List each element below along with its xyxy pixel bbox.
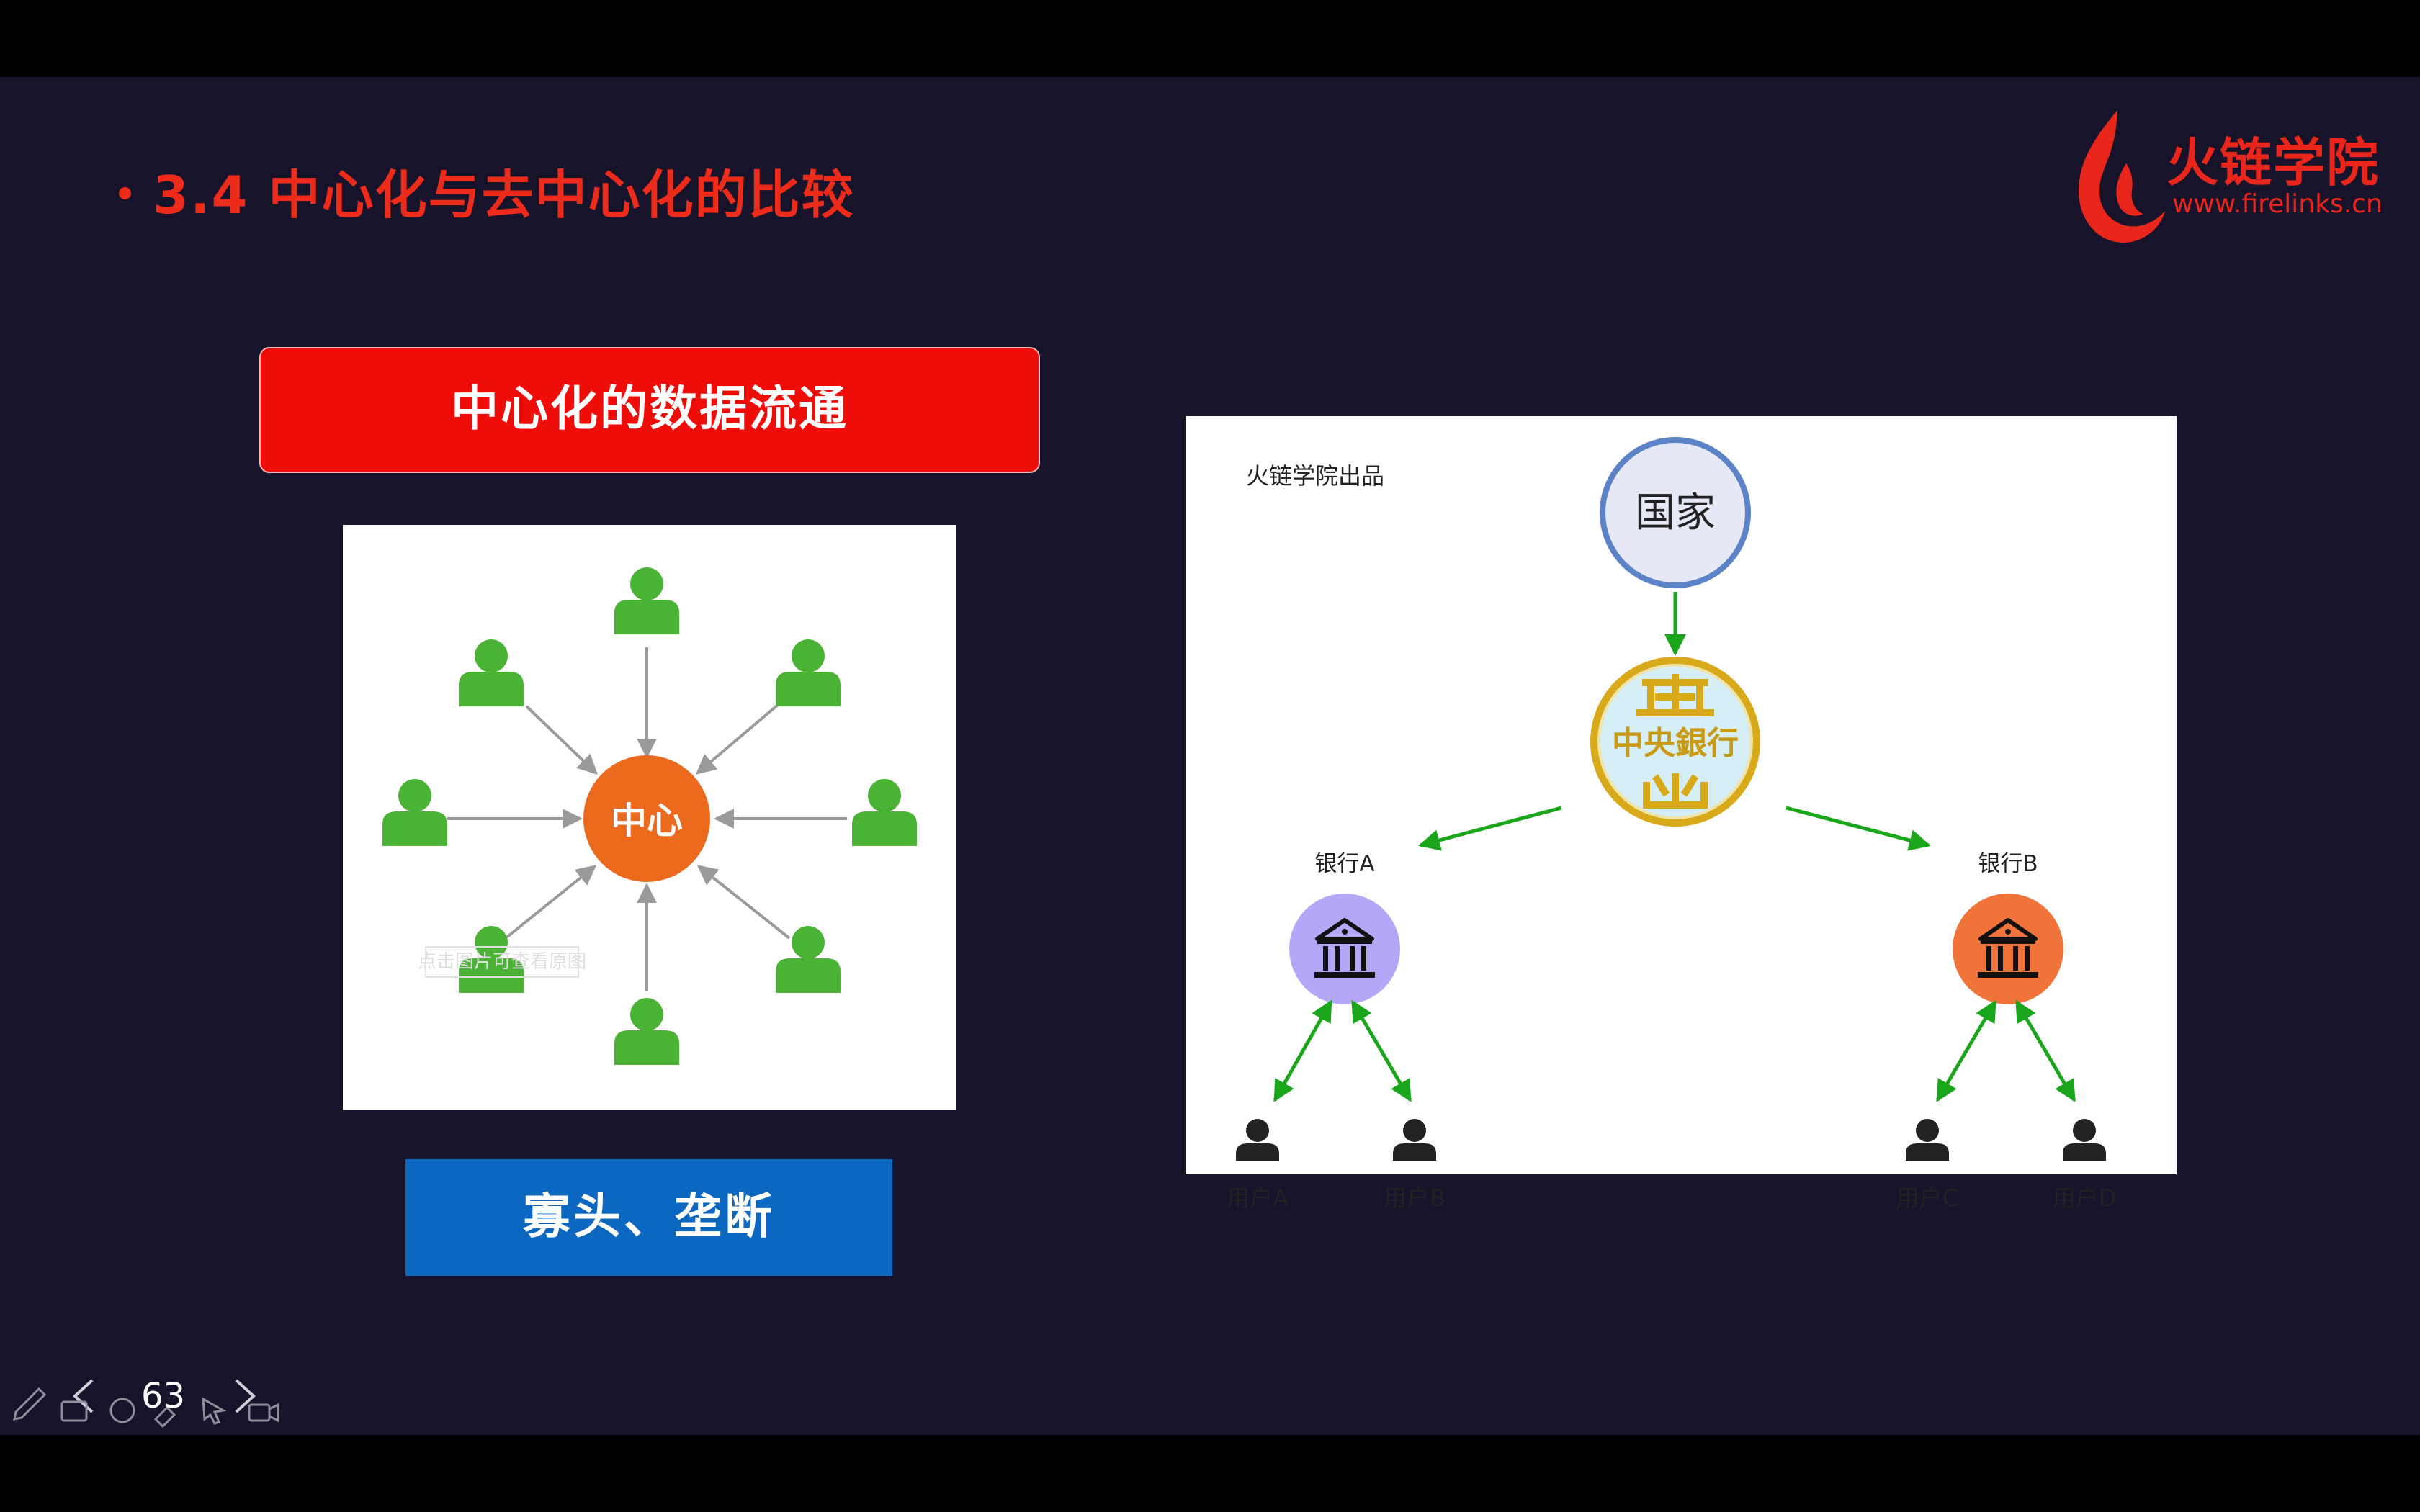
slideshow-toolbar: 63 — [7, 1366, 295, 1431]
bank-a-label: 银行A — [1314, 851, 1374, 877]
person-icon — [459, 639, 524, 706]
central-bank-diagram: 火链学院出品 国家 中央銀行 银行A 银行B — [1186, 416, 2177, 1212]
user-icon — [1236, 1119, 1279, 1161]
bank-b-label: 银行B — [1978, 851, 2038, 877]
slide: 3.4 中心化与去中心化的比较 火链学院 www.firelinks.cn 中心… — [0, 77, 2420, 1435]
bank-user-arrows — [1273, 999, 2076, 1102]
user-b-label: 用户B — [1384, 1184, 1446, 1212]
bank-a-node — [1289, 894, 1400, 1004]
pointer-icon[interactable] — [202, 1397, 227, 1425]
slide-title: 3.4 中心化与去中心化的比较 — [119, 153, 855, 228]
watermark-box — [425, 946, 579, 978]
arrow-central-to-bank-a — [1418, 806, 1562, 851]
camera-icon[interactable] — [248, 1403, 279, 1423]
spoke-arrows — [447, 647, 847, 991]
center-node — [583, 755, 710, 882]
centralized-data-flow-banner: 中心化的数据流通 — [259, 347, 1040, 473]
oligopoly-monopoly-banner: 寡头、垄断 — [405, 1159, 892, 1276]
brand-logo: 火链学院 www.firelinks.cn — [2066, 106, 2383, 250]
pen-icon[interactable] — [13, 1387, 47, 1421]
nation-label: 国家 — [1635, 490, 1716, 536]
central-bank-emblem-icon — [1590, 657, 1760, 827]
central-bank-label: 中央銀行 — [1612, 725, 1739, 762]
page-number: 63 — [141, 1376, 186, 1416]
user-d-label: 用户D — [2052, 1184, 2117, 1212]
person-icon — [614, 567, 679, 634]
flame-icon — [2079, 110, 2165, 243]
centralized-star-diagram: 中心 点击图片可查看原图 — [343, 525, 956, 1110]
user-icon — [2063, 1119, 2106, 1161]
user-a-label: 用户A — [1227, 1184, 1289, 1212]
bullet-icon — [119, 186, 131, 199]
person-icon — [776, 639, 841, 706]
user-icon — [1393, 1119, 1436, 1161]
palette-icon[interactable] — [109, 1398, 176, 1428]
bank-b-node — [1953, 894, 2063, 1004]
image-watermark: 点击图片可查看原图 — [418, 951, 586, 973]
center-label: 中心 — [611, 800, 683, 842]
person-icon — [614, 998, 679, 1065]
logo-url: www.firelinks.cn — [2172, 189, 2383, 219]
user-c-label: 用户C — [1896, 1184, 1959, 1212]
next-slide-icon[interactable] — [235, 1379, 256, 1413]
person-icon — [852, 779, 917, 846]
user-icon — [1906, 1119, 1949, 1161]
logo-name: 火链学院 — [2166, 132, 2380, 193]
diagram-watermark: 火链学院出品 — [1246, 462, 1384, 490]
prev-slide-icon[interactable] — [60, 1379, 94, 1422]
arrow-central-to-bank-b — [1785, 806, 1931, 851]
nation-node — [1600, 437, 1751, 588]
person-icon — [382, 779, 447, 846]
